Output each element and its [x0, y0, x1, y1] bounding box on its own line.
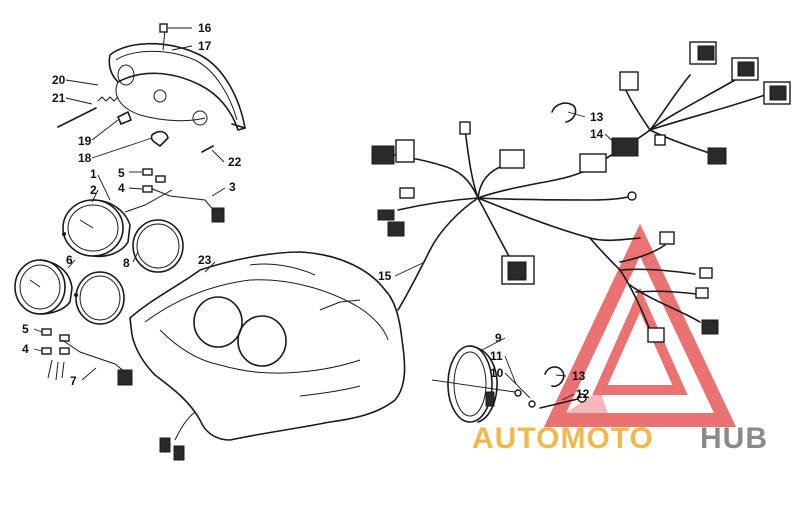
- callout-6: 6: [66, 253, 73, 267]
- main-wiring-harness: [394, 74, 766, 331]
- headlight-assembly: [57, 23, 246, 153]
- callout-14: 14: [590, 127, 604, 141]
- callout-4b: 4: [22, 342, 29, 356]
- gauge-speedometer: [62, 168, 225, 258]
- watermark-text: AUTOMOTO HUB: [472, 422, 768, 455]
- callout-2: 2: [90, 183, 97, 197]
- dash-panel: [129, 251, 406, 461]
- callout-9: 9: [495, 331, 502, 345]
- callout-23: 23: [198, 253, 212, 267]
- callout-5a: 5: [118, 166, 125, 180]
- callout-21: 21: [52, 91, 66, 105]
- callout-8: 8: [123, 256, 130, 270]
- callout-labels: 16 17 20 21 19 18 22 5 4 3 1 2 8 6 5 4 7…: [22, 21, 604, 401]
- watermark-logo-triangle: [543, 223, 737, 427]
- callout-5b: 5: [22, 322, 29, 336]
- callout-3: 3: [229, 180, 236, 194]
- callout-17: 17: [198, 39, 212, 53]
- callout-22: 22: [228, 155, 242, 169]
- callout-7: 7: [70, 374, 77, 388]
- callout-11: 11: [490, 349, 503, 363]
- gauge-ring-lower: [75, 271, 125, 325]
- watermark-part2: HUB: [700, 422, 768, 455]
- gauge-harness-lower: [41, 328, 133, 386]
- gauge-round-right: [431, 345, 587, 423]
- callout-18: 18: [78, 151, 92, 165]
- callout-10: 10: [490, 366, 504, 380]
- callout-4a: 4: [118, 181, 125, 195]
- callout-19: 19: [78, 134, 92, 148]
- wire-clip-upper: [551, 102, 577, 123]
- callout-15: 15: [378, 269, 392, 283]
- callout-20: 20: [52, 73, 66, 87]
- watermark-part1: AUTOMOTO: [472, 422, 654, 455]
- gauge-ring-upper: [132, 219, 184, 273]
- callout-16: 16: [198, 21, 212, 35]
- harness-connectors: [371, 41, 791, 343]
- callout-12: 12: [576, 387, 590, 401]
- callout-leaders: [33, 27, 617, 401]
- gauge-tachometer: [14, 259, 78, 315]
- callout-1: 1: [90, 167, 97, 181]
- callout-13b: 13: [572, 369, 586, 383]
- callout-13a: 13: [590, 110, 604, 124]
